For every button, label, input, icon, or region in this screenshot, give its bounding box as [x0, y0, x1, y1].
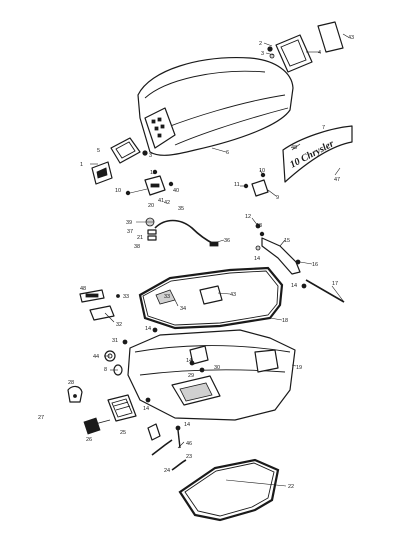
side-decal-47: 10 Chrysler: [282, 125, 353, 183]
callout-32: 32: [116, 322, 122, 328]
callout-31: 31: [112, 338, 118, 344]
callout-25: 25: [120, 430, 126, 436]
decal-1: [91, 161, 113, 185]
callout-4: 4: [318, 50, 321, 56]
callout-43: 43: [348, 35, 354, 41]
callout-9: 9: [276, 195, 279, 201]
callout-14b: 14: [291, 283, 297, 289]
callout-38: 38: [134, 244, 140, 250]
callout-14: 14: [254, 256, 260, 262]
callout-39: 39: [126, 220, 132, 226]
front-latch-plate: [110, 137, 141, 164]
callout-13: 13: [256, 223, 262, 229]
lower-left-fasteners: [104, 327, 205, 403]
callout-36: 36: [224, 238, 230, 244]
callout-20: 20: [148, 203, 154, 209]
callout-1: 1: [80, 162, 83, 168]
rear-handle-bracket: [275, 34, 313, 73]
plate-25: [107, 394, 137, 422]
plate-32: [89, 305, 115, 321]
plate-48: [79, 289, 105, 303]
callout-46: 46: [186, 441, 192, 447]
callout-29: 29: [188, 373, 194, 379]
callout-15: 15: [284, 238, 290, 244]
screw-33: [116, 294, 120, 298]
part-callouts: 1 2 3 3 4 5 6 7 8 9 10 10 11 11 12 13 14…: [38, 35, 354, 490]
latch-assembly-left: [125, 169, 174, 196]
callout-40: 40: [173, 188, 179, 194]
callout-47: 47: [334, 177, 340, 183]
callout-48: 48: [80, 286, 86, 292]
callout-24: 24: [164, 468, 170, 474]
callout-12: 12: [245, 214, 251, 220]
callout-44: 44: [93, 354, 99, 360]
callout-14c: 14: [145, 326, 151, 332]
callout-14f: 14: [184, 422, 190, 428]
callout-22: 22: [288, 484, 294, 490]
knob-26: [83, 417, 111, 435]
callout-34: 34: [180, 306, 186, 312]
callout-43b: 43: [230, 292, 236, 298]
callout-35: 35: [178, 206, 184, 212]
callout-7: 7: [322, 125, 325, 131]
callout-28: 28: [68, 380, 74, 386]
shift-linkage: [255, 223, 345, 303]
callout-14e: 14: [143, 406, 149, 412]
callout-49: 48: [291, 145, 297, 151]
callout-11: 11: [234, 182, 240, 188]
lever-parts-24: [147, 423, 187, 471]
callout-10b: 10: [115, 188, 121, 194]
callout-18: 18: [282, 318, 288, 324]
callout-41: 41: [158, 198, 164, 204]
callout-3: 3: [261, 51, 264, 57]
callout-26: 26: [86, 437, 92, 443]
callout-10: 10: [259, 168, 265, 174]
callout-5: 5: [97, 148, 100, 154]
lower-cowl-19: [127, 329, 296, 421]
callout-3b: 3: [149, 153, 152, 159]
callout-37: 37: [127, 229, 133, 235]
callout-16: 16: [312, 262, 318, 268]
leader-lines: [90, 33, 349, 487]
starter-handle-28: [67, 385, 83, 403]
callout-6: 6: [226, 150, 229, 156]
motor-cover: [137, 57, 294, 156]
callout-30: 30: [214, 365, 220, 371]
bottom-gasket-22: [178, 458, 280, 522]
callout-17: 17: [332, 281, 338, 287]
callout-8: 8: [104, 367, 107, 373]
callout-42: 42: [164, 200, 170, 206]
callout-33b: 33: [164, 294, 170, 300]
callout-11b: 11: [150, 170, 156, 176]
callout-27: 27: [38, 415, 44, 421]
small-fasteners-2-3: [267, 46, 275, 59]
fastener-3: [142, 150, 148, 156]
callout-23: 23: [186, 454, 192, 460]
gasket-18: [138, 266, 284, 330]
latch-assembly-right: [243, 172, 269, 197]
callout-14d: 14: [186, 358, 192, 364]
decal-43: [317, 21, 344, 53]
callout-19: 19: [296, 365, 302, 371]
throttle-cable: [145, 217, 219, 247]
callout-33: 33: [123, 294, 129, 300]
callout-21: 21: [137, 235, 143, 241]
callout-2: 2: [259, 41, 262, 47]
